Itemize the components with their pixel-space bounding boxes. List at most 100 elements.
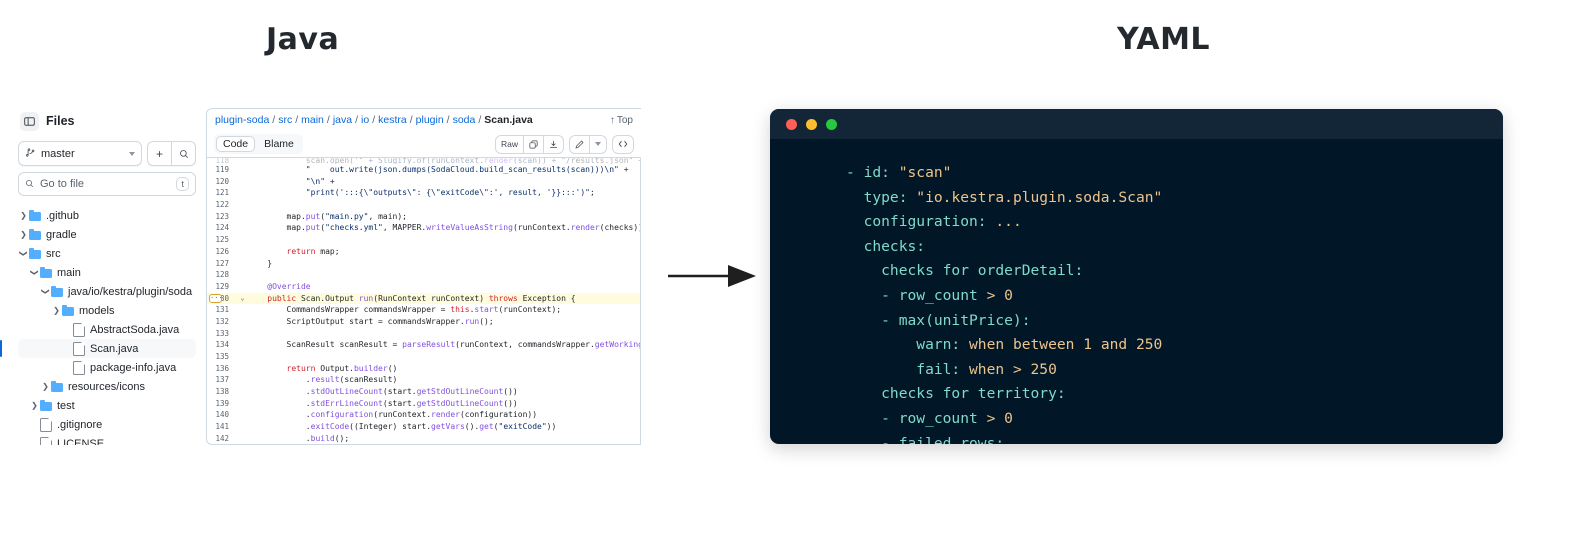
code-lines[interactable]: 118 scan.open('" + Slugify.of(runContext… [207, 158, 641, 446]
code-line[interactable]: 143 } [207, 445, 641, 446]
code-line[interactable]: 123 map.put("main.py", main); [207, 211, 641, 223]
code-fold-toggle[interactable]: ⌄ [240, 293, 245, 302]
code-line[interactable]: 126 return map; [207, 246, 641, 258]
sidebar-panel-icon[interactable] [20, 111, 39, 131]
breadcrumb-link[interactable]: plugin [415, 114, 444, 126]
minimize-button[interactable] [806, 118, 817, 130]
code-fold-marker[interactable]: ··· [209, 293, 223, 303]
tree-item--github[interactable]: ❯ .github [18, 206, 196, 225]
breadcrumb-link[interactable]: soda [452, 114, 476, 126]
tab-blame[interactable]: Blame [264, 138, 294, 150]
tree-item-license[interactable]: LICENSE [18, 434, 196, 445]
code-line[interactable]: 128 [207, 269, 641, 281]
file-tree: ❯.github❯gradle❯src❯main❯java/io/kestra/… [0, 206, 196, 445]
breadcrumb-link[interactable]: kestra [378, 114, 407, 126]
code-line[interactable]: 132 ScriptOutput start = commandsWrapper… [207, 316, 641, 328]
code-source: ScanResult scanResult = parseResult(runC… [248, 340, 641, 350]
raw-button[interactable]: Raw [496, 135, 524, 153]
code-line[interactable]: 122 [207, 199, 641, 211]
code-line[interactable]: ···130⌄ public Scan.Output run(RunContex… [207, 292, 641, 305]
chevron-right-icon: ❯ [31, 401, 38, 410]
code-line[interactable]: 129 @Override [207, 281, 641, 293]
breadcrumb: plugin-soda / src / main / java / io / k… [207, 109, 641, 131]
code-line-number: 143 [207, 445, 237, 446]
yaml-value: when > 250 [960, 360, 1057, 378]
branch-selector[interactable]: master [18, 141, 142, 166]
chevron-down-icon[interactable] [590, 136, 606, 153]
tree-item--gitignore[interactable]: .gitignore [18, 415, 196, 434]
code-line[interactable]: 124 map.put("checks.yml", MAPPER.writeVa… [207, 222, 641, 234]
tree-item-package-info-java[interactable]: package-info.java [18, 358, 196, 377]
tree-item-label: java/io/kestra/plugin/soda [68, 285, 193, 298]
yaml-code[interactable]: - id: "scan" type: "io.kestra.plugin.sod… [770, 139, 1503, 444]
tree-item-scan-java[interactable]: Scan.java [0, 339, 196, 358]
code-line[interactable]: 134 ScanResult scanResult = parseResult(… [207, 339, 641, 351]
code-line[interactable]: 125 [207, 234, 641, 246]
flow-arrow [668, 262, 756, 290]
yaml-key: checks for orderDetail: [846, 262, 1084, 280]
tab-code[interactable]: Code [216, 136, 256, 152]
code-line-number: 134 [215, 340, 229, 350]
tree-item-label: src [46, 247, 61, 260]
code-line[interactable]: 131 CommandsWrapper commandsWrapper = th… [207, 304, 641, 316]
search-icon[interactable] [172, 141, 196, 166]
pencil-icon[interactable] [570, 135, 590, 153]
tree-item-gradle[interactable]: ❯gradle [18, 225, 196, 244]
code-line[interactable]: 119 " out.write(json.dumps(SodaCloud.bui… [207, 164, 641, 176]
code-line[interactable]: 127 } [207, 258, 641, 270]
zoom-button[interactable] [826, 118, 837, 130]
yaml-line: - row_count > 0 [846, 407, 1503, 432]
tree-item-resources-icons[interactable]: ❯resources/icons [18, 377, 196, 396]
code-line-number: 122 [215, 200, 229, 210]
yaml-value: > 0 [977, 409, 1013, 427]
code-source: map.put("main.py", main); [248, 211, 407, 221]
code-line[interactable]: 140 .configuration(runContext.render(con… [207, 409, 641, 421]
code-brackets-icon[interactable] [612, 134, 634, 154]
breadcrumb-link[interactable]: io [361, 114, 370, 126]
top-link[interactable]: ↑ Top [610, 115, 633, 126]
code-blame-tabs: Code Blame [214, 134, 303, 154]
tree-item-main[interactable]: ❯main [18, 263, 196, 282]
code-line[interactable]: 121 "print(':::{\"outputs\": {\"exitCode… [207, 187, 641, 199]
code-scrollbar[interactable] [640, 159, 641, 444]
tree-item-src[interactable]: ❯src [18, 244, 196, 263]
yaml-value: "scan" [889, 164, 952, 181]
code-source: } [248, 258, 273, 268]
code-line[interactable]: 139 .stdErrLineCount(start.getStdOutLine… [207, 398, 641, 410]
code-line[interactable]: 118 scan.open('" + Slugify.of(runContext… [207, 158, 641, 164]
breadcrumb-link[interactable]: src [278, 114, 293, 126]
tree-item-java-io-kestra-plugin-soda[interactable]: ❯java/io/kestra/plugin/soda [18, 282, 196, 301]
breadcrumb-link[interactable]: main [301, 114, 324, 126]
tree-item-label: .github [46, 209, 80, 222]
code-line[interactable]: 142 .build(); [207, 433, 641, 444]
code-line-number: 139 [215, 398, 229, 408]
tree-item-test[interactable]: ❯test [18, 396, 196, 415]
code-line[interactable]: 136 return Output.builder() [207, 363, 641, 375]
code-line[interactable]: 135 [207, 351, 641, 363]
add-file-button[interactable]: + [147, 141, 172, 166]
breadcrumb-link[interactable]: plugin-soda [215, 114, 270, 126]
go-to-file-input[interactable]: Go to file t [18, 172, 196, 196]
edit-group [569, 134, 607, 154]
yaml-line: fail: when > 250 [846, 358, 1503, 383]
code-line-number: 120 [215, 176, 229, 186]
code-source: return Output.builder() [286, 363, 398, 373]
code-line[interactable]: 138 .stdOutLineCount(start.getStdOutLine… [207, 386, 641, 398]
breadcrumb-link[interactable]: java [332, 114, 353, 126]
yaml-line: configuration: ... [846, 210, 1503, 235]
code-source: } [248, 445, 272, 446]
tree-item-models[interactable]: ❯models [18, 301, 196, 320]
download-icon[interactable] [544, 136, 563, 153]
code-line[interactable]: 137 .result(scanResult) [207, 374, 641, 386]
page-title-yaml: YAML [1117, 22, 1211, 57]
code-line-number: 132 [215, 316, 229, 326]
code-line[interactable]: 133 [207, 328, 641, 340]
folder-icon [29, 228, 41, 240]
code-line[interactable]: 141 .exitCode((Integer) start.getVars().… [207, 421, 641, 433]
code-line-number: 128 [215, 270, 229, 280]
code-line[interactable]: 120 "\n" + [207, 176, 641, 188]
tree-item-abstractsoda-java[interactable]: AbstractSoda.java [18, 320, 196, 339]
chevron-right-icon: ❯ [20, 211, 27, 220]
close-button[interactable] [786, 118, 797, 130]
copy-icon[interactable] [524, 135, 544, 153]
